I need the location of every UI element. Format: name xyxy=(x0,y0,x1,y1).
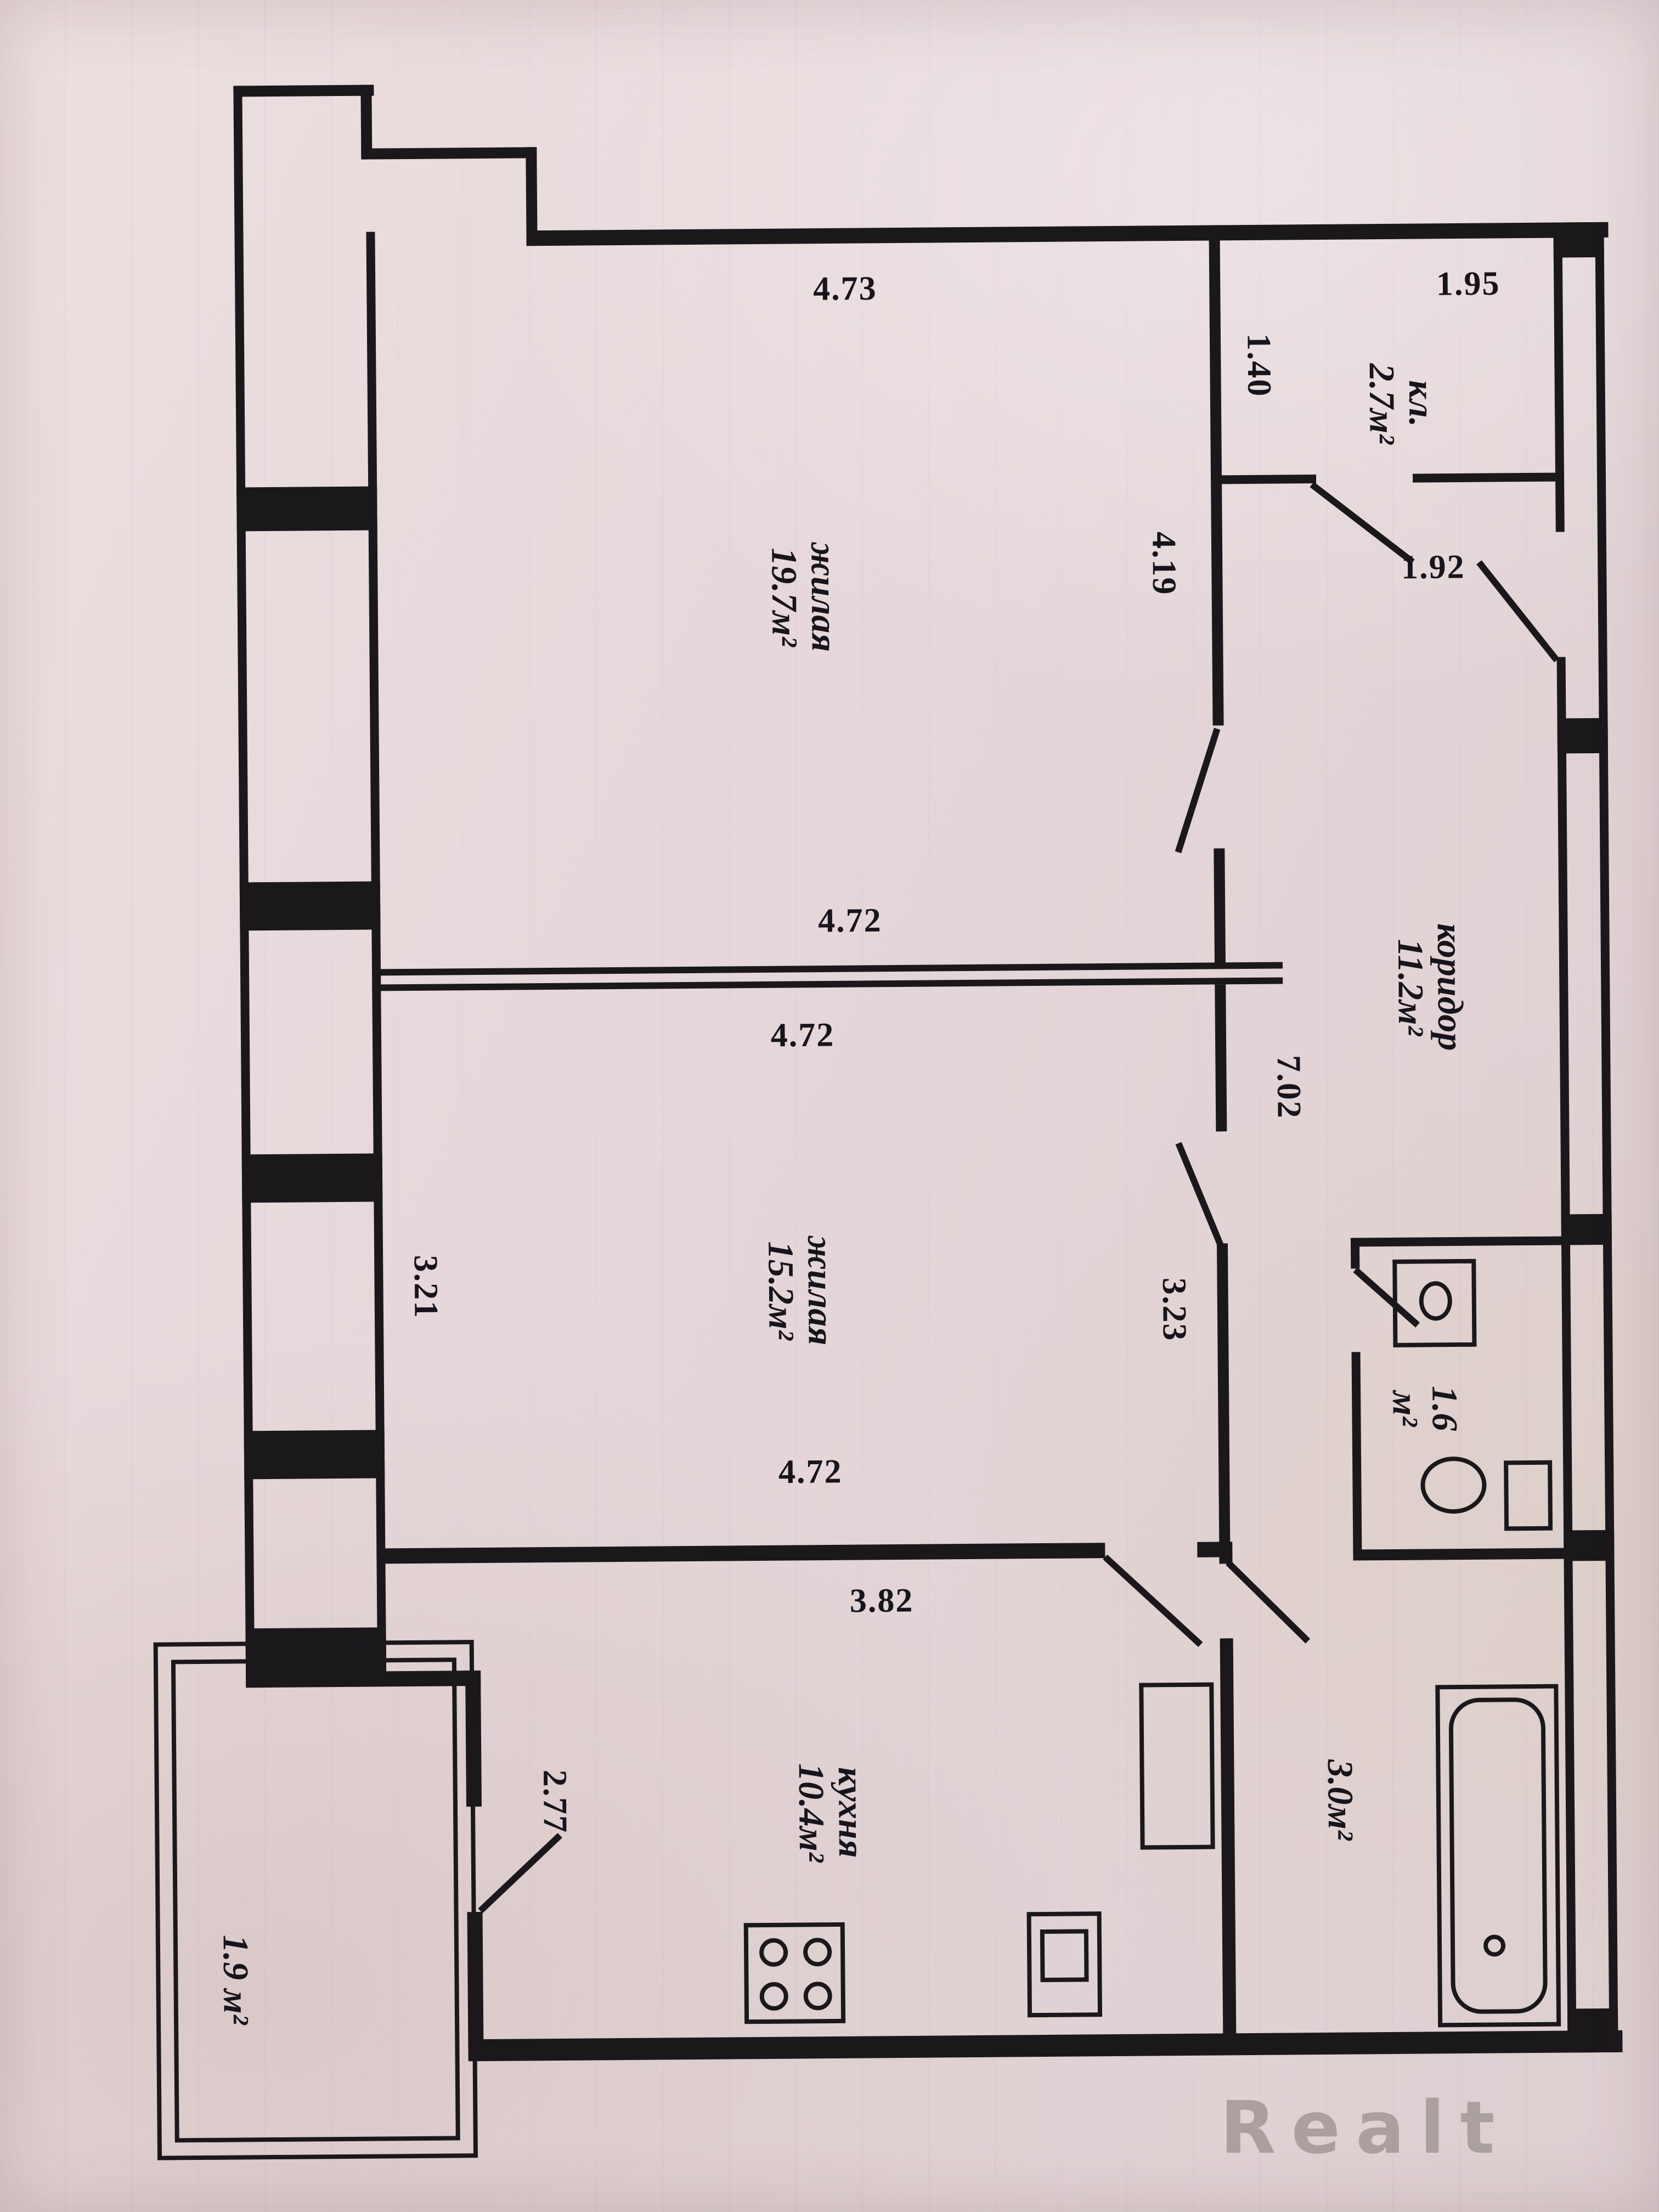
dim-label: 4.72 xyxy=(770,1017,835,1056)
dim-label: 1.92 xyxy=(1401,549,1465,588)
dim-label: 4.19 xyxy=(1144,531,1182,596)
wall-segment xyxy=(1353,1547,1612,1561)
door-swing xyxy=(1226,1560,1311,1644)
room-living1-label: жилая 19.7м² xyxy=(764,541,845,653)
door-swing xyxy=(478,1833,562,1914)
wall-segment xyxy=(1220,1638,1237,2038)
vent-shaft xyxy=(1139,1682,1215,1850)
room-balcony-label: 1.9 м² xyxy=(215,1934,257,2025)
stove-burner-icon xyxy=(759,1982,788,2011)
wall-pier xyxy=(1557,718,1608,754)
wall-segment xyxy=(1350,1238,1360,1269)
wall-pier xyxy=(244,1430,385,1480)
bathtub-drain-icon xyxy=(1483,1934,1506,1957)
door-swing xyxy=(1175,727,1221,854)
room-closet-label: кл. 2.7м² xyxy=(1361,363,1443,445)
room-area: 11.2м² xyxy=(1390,938,1433,1036)
room-area-unit: м² xyxy=(1385,1390,1427,1427)
wall-segment xyxy=(233,84,374,97)
dim-label: 7.02 xyxy=(1268,1054,1307,1119)
balcony-outline xyxy=(171,1657,460,2143)
wall-segment xyxy=(1412,472,1556,483)
wall-pier xyxy=(241,1153,383,1203)
room-bath-label: 3.0м² xyxy=(1319,1759,1362,1841)
wall-segment xyxy=(1553,222,1565,532)
room-wc-label: 1.6 м² xyxy=(1385,1385,1466,1432)
wall-segment xyxy=(1214,848,1226,967)
wall-segment xyxy=(468,2030,1623,2062)
room-area: 15.2м² xyxy=(760,1241,803,1341)
door-swing xyxy=(1310,482,1415,565)
door-swing xyxy=(1175,1142,1224,1248)
wall-pier xyxy=(1553,222,1604,258)
bathtub-inner-icon xyxy=(1448,1697,1548,2015)
room-kitchen-label: кухня 10.4м² xyxy=(791,1763,873,1863)
dim-label: 1.40 xyxy=(1239,333,1277,398)
stove-burner-icon xyxy=(803,1982,832,2011)
door-swing xyxy=(1103,1554,1203,1647)
dim-label: 4.72 xyxy=(817,902,882,941)
wall-segment xyxy=(1209,225,1222,484)
wall-segment xyxy=(1351,1352,1362,1554)
room-name: кухня xyxy=(830,1767,873,1858)
room-area: 1.6 xyxy=(1424,1385,1466,1431)
door-swing xyxy=(1476,560,1560,663)
room-name: жилая xyxy=(803,541,845,652)
wall-segment xyxy=(376,1543,1105,1564)
wall-segment xyxy=(1595,222,1618,2052)
stove-burner-icon xyxy=(759,1938,788,1967)
wall-segment xyxy=(1216,1243,1231,1551)
room-area: 10.4м² xyxy=(791,1763,833,1863)
wall-segment xyxy=(1215,984,1227,1132)
wall-segment xyxy=(1211,484,1224,726)
wall-segment xyxy=(1556,657,1577,2053)
dim-label: 4.72 xyxy=(778,1454,843,1492)
wall-pier xyxy=(236,486,377,532)
room-name: кл. xyxy=(1400,380,1443,427)
stove-burner-icon xyxy=(803,1938,832,1967)
dim-label: 2.77 xyxy=(534,1769,573,1834)
realt-watermark: Realt xyxy=(1220,2085,1510,2170)
wall-pier xyxy=(239,881,381,931)
room-name: жилая xyxy=(799,1235,842,1346)
room-corridor-label: коридор 11.2м² xyxy=(1390,923,1472,1052)
washbasin-bowl-icon xyxy=(1419,1281,1453,1321)
wall-segment xyxy=(526,222,1609,246)
room-area: 19.7м² xyxy=(764,548,806,647)
room-name: коридор xyxy=(1429,923,1472,1051)
wall-segment xyxy=(1350,1235,1610,1247)
wall-segment xyxy=(1215,474,1317,484)
sink-bowl-icon xyxy=(1040,1929,1089,1983)
wall-segment xyxy=(372,962,1283,976)
wall-segment xyxy=(360,84,373,157)
room-area: 2.7м² xyxy=(1361,363,1404,445)
dim-label: 1.95 xyxy=(1436,266,1500,304)
toilet-icon xyxy=(1420,1456,1487,1514)
dim-label: 3.21 xyxy=(405,1255,444,1319)
dim-label: 4.73 xyxy=(812,270,877,309)
toilet-cistern-icon xyxy=(1504,1460,1553,1531)
wall-segment xyxy=(361,147,537,160)
stove-icon xyxy=(743,1922,846,2024)
dim-label: 3.82 xyxy=(849,1583,914,1621)
dim-label: 3.23 xyxy=(1154,1277,1192,1342)
wall-pier xyxy=(1567,2008,1618,2053)
wall-segment xyxy=(372,977,1283,991)
room-living2-label: жилая 15.2м² xyxy=(760,1235,842,1346)
